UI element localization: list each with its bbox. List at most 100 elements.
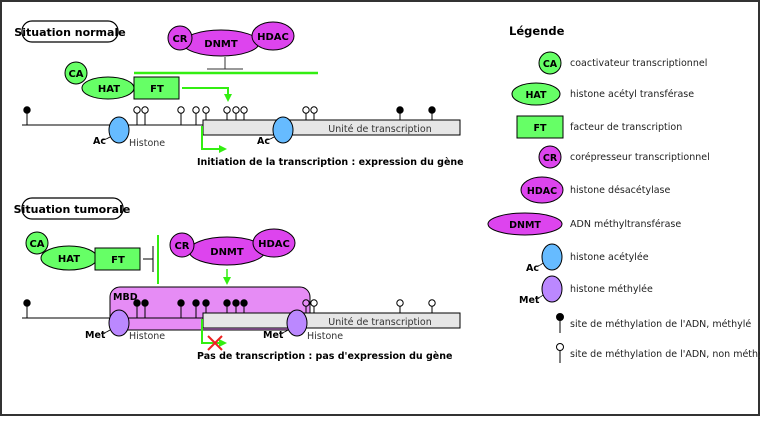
unmethylated-site bbox=[141, 106, 149, 114]
ac-label: Ac bbox=[257, 136, 270, 147]
legend-label: histone désacétylase bbox=[570, 185, 671, 196]
ft-box bbox=[133, 76, 180, 100]
transcription-unit-label: Unité de transcription bbox=[328, 317, 432, 328]
normal-section: Situation normale DNMT CR HDAC HAT CA FT… bbox=[14, 20, 464, 168]
legend-label: histone méthylée bbox=[570, 284, 653, 295]
met-tick bbox=[281, 329, 289, 334]
legend-symbol: CA bbox=[543, 59, 558, 70]
legend-methylated-site-icon bbox=[556, 313, 564, 321]
cr-circle bbox=[167, 25, 193, 51]
ft-arrow bbox=[182, 87, 232, 102]
methylated-site bbox=[23, 106, 31, 114]
methylated-site bbox=[396, 106, 404, 114]
legend: Légende CA coactivateur transcriptionnel… bbox=[487, 24, 760, 363]
histone-methylated bbox=[108, 309, 130, 337]
unmethylated-site bbox=[177, 106, 185, 114]
methylated-site bbox=[141, 299, 149, 307]
tumoral-section: Situation tumorale HAT CA FT DNMT CR HDA… bbox=[14, 197, 461, 362]
legend-histone-methylated-icon bbox=[541, 275, 563, 303]
legend-label: site de méthylation de l'ADN, méthylé bbox=[570, 319, 751, 330]
histone-acetylated bbox=[108, 116, 130, 144]
ca-label: CA bbox=[68, 69, 83, 80]
methylated-site bbox=[232, 299, 240, 307]
ac-label: Ac bbox=[93, 136, 106, 147]
ft-box bbox=[94, 247, 141, 271]
legend-label: facteur de transcription bbox=[570, 122, 682, 133]
methylated-site bbox=[428, 106, 436, 114]
legend-label: histone acétyl transférase bbox=[570, 89, 694, 100]
ft-label: FT bbox=[111, 255, 125, 266]
hdac-ellipse bbox=[251, 21, 295, 51]
unmethylated-site bbox=[240, 106, 248, 114]
hdac-label: HDAC bbox=[257, 32, 289, 43]
legend-symbol: Met bbox=[519, 295, 540, 306]
unmethylated-site bbox=[202, 106, 210, 114]
legend-symbol: FT bbox=[534, 123, 547, 134]
legend-symbol: CR bbox=[543, 153, 558, 164]
met-tick bbox=[537, 294, 544, 299]
tumoral-title-box bbox=[21, 197, 124, 220]
legend-ca-icon bbox=[538, 51, 562, 75]
unmethylated-site bbox=[302, 106, 310, 114]
methylation-sites bbox=[23, 106, 436, 125]
tumoral-title: Situation tumorale bbox=[14, 203, 131, 216]
methylated-site bbox=[202, 299, 210, 307]
histone-label: Histone bbox=[129, 138, 165, 149]
cr-label: CR bbox=[174, 241, 189, 252]
met-tick bbox=[103, 329, 111, 334]
ca-circle bbox=[25, 231, 49, 255]
ca-circle bbox=[64, 61, 88, 85]
legend-label: histone acétylée bbox=[570, 252, 649, 263]
legend-symbol: HAT bbox=[525, 90, 547, 101]
cr-label: CR bbox=[172, 34, 187, 45]
methylated-site bbox=[240, 299, 248, 307]
transcription-unit-label: Unité de transcription bbox=[328, 124, 432, 135]
tumoral-caption: Pas de transcription : pas d'expression … bbox=[197, 351, 452, 362]
unmethylated-site bbox=[232, 106, 240, 114]
blocked-transcription-arrow bbox=[201, 319, 227, 347]
hdac-label: HDAC bbox=[258, 239, 290, 250]
legend-label: corépresseur transcriptionnel bbox=[570, 152, 710, 163]
ac-tick bbox=[537, 262, 544, 267]
legend-cr-icon bbox=[538, 145, 562, 169]
dnmt-label: DNMT bbox=[210, 247, 244, 258]
methylated-site bbox=[177, 299, 185, 307]
legend-ft-icon bbox=[516, 115, 564, 139]
methylation-sites bbox=[23, 299, 436, 318]
legend-hdac-icon bbox=[520, 176, 564, 204]
methylated-site bbox=[23, 299, 31, 307]
normal-title: Situation normale bbox=[14, 26, 125, 39]
cr-circle bbox=[169, 232, 195, 258]
ac-tick bbox=[102, 136, 111, 141]
unmethylated-site bbox=[428, 299, 436, 307]
legend-label: ADN méthyltransférase bbox=[570, 219, 681, 230]
legend-label: coactivateur transcriptionnel bbox=[570, 58, 707, 69]
legend-symbol: HDAC bbox=[527, 186, 557, 197]
normal-caption: Initiation de la transcription : express… bbox=[197, 157, 464, 168]
unmethylated-site bbox=[133, 106, 141, 114]
ft-label: FT bbox=[150, 84, 164, 95]
legend-histone-acetylated-icon bbox=[541, 243, 563, 271]
legend-hat-icon bbox=[511, 82, 561, 106]
met-label: Met bbox=[263, 330, 284, 341]
dnmt-label: DNMT bbox=[204, 39, 238, 50]
histone-label: Histone bbox=[307, 331, 343, 342]
histone-acetylated bbox=[272, 116, 294, 144]
unmethylated-site bbox=[192, 106, 200, 114]
histone-methylated bbox=[286, 309, 308, 337]
methylated-site bbox=[223, 299, 231, 307]
hat-label: HAT bbox=[58, 254, 80, 265]
normal-title-box bbox=[21, 20, 119, 43]
legend-symbol: DNMT bbox=[509, 220, 541, 231]
histone-label: Histone bbox=[129, 331, 165, 342]
legend-label: site de méthylation de l'ADN, non méthyl… bbox=[570, 349, 760, 360]
unmethylated-site bbox=[396, 299, 404, 307]
mbd-label: MBD bbox=[113, 292, 138, 303]
met-label: Met bbox=[85, 330, 106, 341]
hdac-ellipse bbox=[252, 228, 296, 258]
unmethylated-site bbox=[223, 106, 231, 114]
legend-unmethylated-site-icon bbox=[556, 343, 564, 351]
unmethylated-site bbox=[302, 299, 310, 307]
hat-label: HAT bbox=[98, 84, 120, 95]
